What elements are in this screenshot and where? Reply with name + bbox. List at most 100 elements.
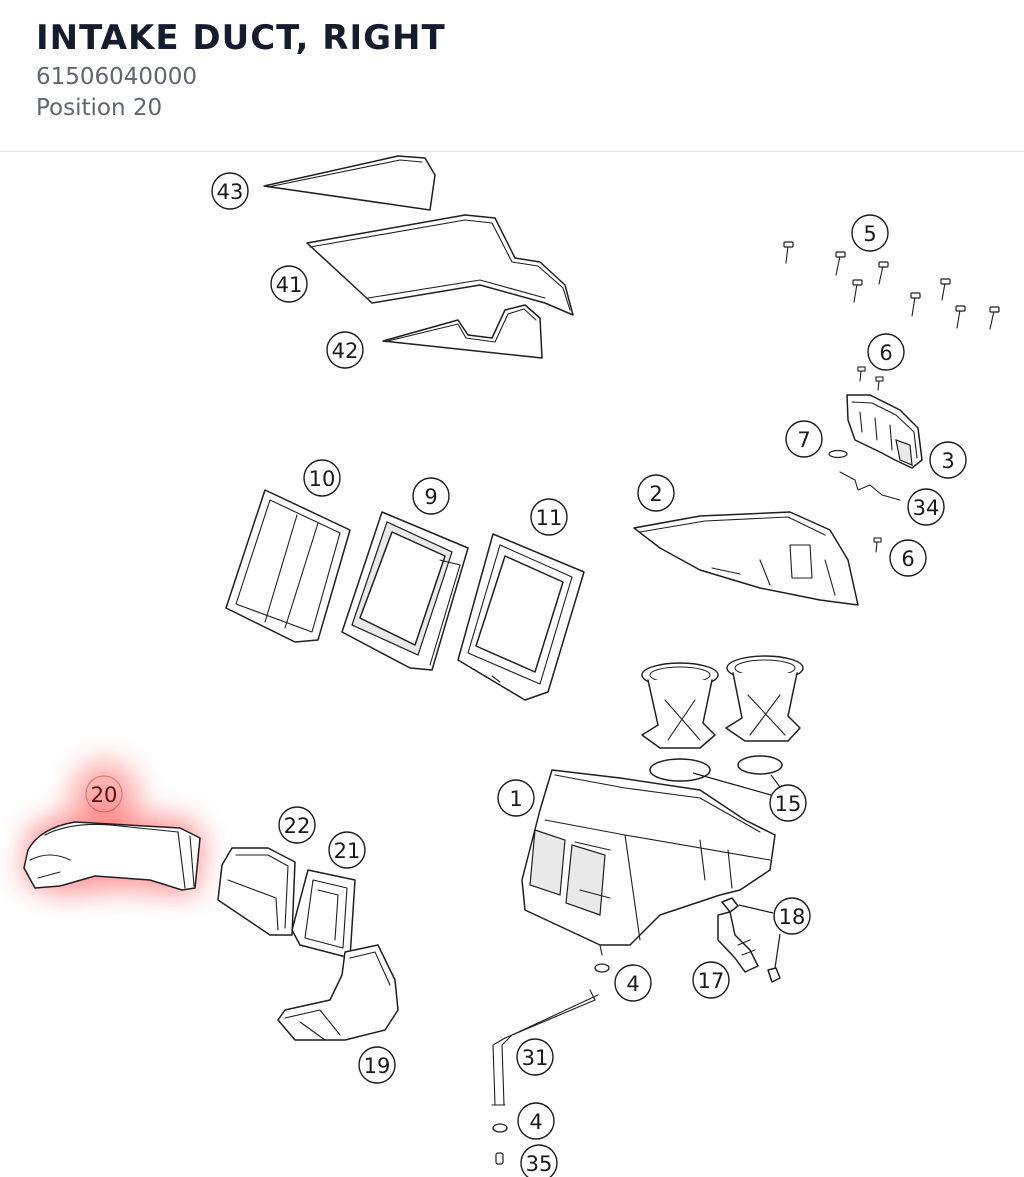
- callout-label: 11: [536, 506, 563, 530]
- part-9-filter[interactable]: [341, 511, 469, 671]
- callout-label: 10: [309, 467, 336, 491]
- callout-c31[interactable]: 31: [516, 1038, 554, 1076]
- callout-circle: [497, 779, 535, 817]
- callout-circle: [785, 420, 823, 458]
- part-7-clip[interactable]: [828, 449, 848, 459]
- callout-c1[interactable]: 1: [497, 779, 535, 817]
- callout-c18[interactable]: 18: [773, 897, 811, 935]
- part-20-intake-duct-right[interactable]: [23, 821, 201, 891]
- callout-label: 4: [529, 1110, 542, 1134]
- callout-label: 21: [334, 839, 361, 863]
- callout-c22[interactable]: 22: [278, 806, 316, 844]
- callout-circle: [516, 1038, 554, 1076]
- callout-circle: [769, 784, 807, 822]
- callout-c35[interactable]: 35: [520, 1144, 558, 1177]
- callout-circle: [520, 1144, 558, 1177]
- part-title: INTAKE DUCT, RIGHT: [36, 18, 446, 58]
- callout-c17[interactable]: 17: [692, 961, 730, 999]
- callout-c4a[interactable]: 4: [614, 964, 652, 1002]
- part-21-seal[interactable]: [291, 869, 356, 959]
- callout-circle: [929, 441, 967, 479]
- callout-c34[interactable]: 34: [907, 488, 945, 526]
- callout-label: 41: [276, 273, 303, 297]
- callout-label: 3: [941, 449, 954, 473]
- callout-c2[interactable]: 2: [637, 474, 675, 512]
- callout-label: 43: [217, 180, 244, 204]
- part-11-filter-frame[interactable]: [457, 533, 585, 701]
- part-2-airbox-lid[interactable]: [633, 511, 859, 606]
- callout-c19[interactable]: 19: [358, 1046, 396, 1084]
- callout-circle: [907, 488, 945, 526]
- callout-c42[interactable]: 42: [326, 331, 364, 369]
- part-number: 61506040000: [36, 64, 197, 90]
- callout-circle-highlighted: [85, 775, 123, 813]
- part-41-cover[interactable]: [306, 214, 574, 316]
- callout-c4b[interactable]: 4: [517, 1102, 555, 1140]
- callout-c21[interactable]: 21: [328, 831, 366, 869]
- callout-circle: [270, 265, 308, 303]
- part-42-panel[interactable]: [382, 304, 543, 359]
- callout-label: 22: [284, 814, 311, 838]
- callout-label: 5: [863, 222, 876, 246]
- callout-c10[interactable]: 10: [303, 459, 341, 497]
- callout-c15[interactable]: 15: [769, 784, 807, 822]
- part-10-filter-frame[interactable]: [225, 489, 351, 643]
- callout-label: 6: [901, 547, 914, 571]
- part-6-screw-lower[interactable]: [873, 537, 882, 553]
- callout-label: 2: [649, 482, 662, 506]
- callout-label: 42: [332, 339, 359, 363]
- callout-label: 35: [526, 1152, 553, 1176]
- part-3-bracket[interactable]: [846, 394, 923, 469]
- callout-circle: [692, 961, 730, 999]
- callout-circle: [326, 331, 364, 369]
- part-35-plug[interactable]: [495, 1152, 504, 1165]
- part-18-fittings[interactable]: [721, 897, 781, 983]
- part-34-wire[interactable]: [839, 471, 901, 501]
- part-22-duct[interactable]: [217, 847, 296, 936]
- callout-circle: [278, 806, 316, 844]
- callout-c6b[interactable]: 6: [889, 539, 927, 577]
- callout-circle: [530, 498, 568, 536]
- part-6-screws-upper[interactable]: [857, 366, 884, 391]
- part-43-panel[interactable]: [263, 155, 436, 211]
- callout-c20[interactable]: 20: [85, 775, 123, 813]
- callout-label: 18: [779, 905, 806, 929]
- callout-c43[interactable]: 43: [211, 172, 249, 210]
- callout-circle: [303, 459, 341, 497]
- part-19-snorkel[interactable]: [277, 944, 399, 1041]
- leader-lines: [692, 772, 781, 969]
- callout-c9[interactable]: 9: [412, 477, 450, 515]
- callout-c5[interactable]: 5: [851, 214, 889, 252]
- callout-circle: [637, 474, 675, 512]
- callout-circle: [328, 831, 366, 869]
- callout-label: 6: [879, 341, 892, 365]
- callout-c41[interactable]: 41: [270, 265, 308, 303]
- callout-c11[interactable]: 11: [530, 498, 568, 536]
- callout-circle: [412, 477, 450, 515]
- callout-label: 1: [509, 787, 522, 811]
- callout-c6a[interactable]: 6: [867, 333, 905, 371]
- part-15-o-rings[interactable]: [649, 755, 783, 782]
- callout-circle: [851, 214, 889, 252]
- part-17-hose[interactable]: [717, 911, 759, 973]
- part-4-clamp-upper[interactable]: [594, 963, 610, 973]
- callout-c3[interactable]: 3: [929, 441, 967, 479]
- callout-label: 9: [424, 485, 437, 509]
- part-4-clamp-lower[interactable]: [492, 1123, 508, 1133]
- page-header: INTAKE DUCT, RIGHT 61506040000 Position …: [0, 0, 1024, 152]
- callout-circle: [517, 1102, 555, 1140]
- callout-label: 31: [522, 1046, 549, 1070]
- callout-circle: [211, 172, 249, 210]
- callout-c7[interactable]: 7: [785, 420, 823, 458]
- callout-label: 19: [364, 1054, 391, 1078]
- callout-label: 34: [913, 496, 940, 520]
- part-position: Position 20: [36, 95, 163, 121]
- intake-boots[interactable]: [641, 655, 804, 749]
- part-1-airbox[interactable]: [521, 769, 776, 956]
- callout-circle: [614, 964, 652, 1002]
- callout-label: 17: [698, 969, 725, 993]
- part-31-drain-hose[interactable]: [491, 989, 599, 1106]
- callout-label: 4: [626, 972, 639, 996]
- part-5-screws[interactable]: [783, 241, 1000, 330]
